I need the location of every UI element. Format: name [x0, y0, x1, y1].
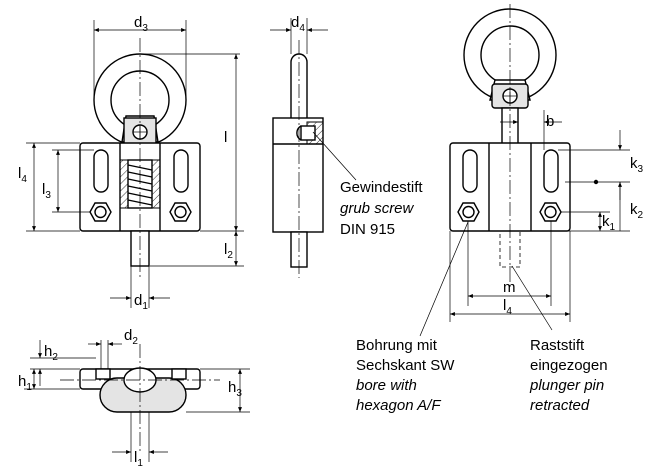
bore-note: Bohrung mit Sechskant SW bore with hexag…: [356, 337, 455, 414]
plunger-note: Raststift eingezogen plunger pin retract…: [529, 337, 608, 414]
label-k2: k2: [630, 201, 644, 221]
label-l1: l1: [134, 449, 143, 469]
top-view: h2 h1 h3 d2 l1: [18, 327, 250, 469]
label-b: b: [546, 113, 554, 130]
slot-right: [173, 149, 189, 193]
side-view: d4: [270, 14, 357, 278]
label-d2: d2: [124, 327, 138, 347]
label-m: m: [503, 279, 516, 296]
label-l: l: [224, 129, 227, 146]
slot-left: [93, 149, 109, 193]
svg-text:DIN 915: DIN 915: [340, 221, 395, 238]
label-l2: l2: [224, 241, 233, 261]
label-h2: h2: [44, 343, 58, 363]
label-d1: d1: [134, 292, 148, 312]
grub-screw-note: Gewindestift grub screw DIN 915: [340, 179, 423, 238]
right-view: b k3 k2 k1 m l4: [419, 4, 644, 337]
label-d4: d4: [291, 14, 305, 34]
label-l4-left: l4: [18, 165, 27, 185]
grub-screw: [296, 125, 302, 141]
label-l4-right: l4: [503, 297, 512, 317]
svg-text:hexagon A/F: hexagon A/F: [356, 397, 441, 414]
svg-text:eingezogen: eingezogen: [530, 357, 608, 374]
label-d3: d3: [134, 14, 148, 34]
svg-text:plunger pin: plunger pin: [529, 377, 604, 394]
bore-leader: [419, 221, 469, 337]
grub-screw-leader: [312, 131, 357, 181]
svg-text:Raststift: Raststift: [530, 337, 585, 354]
plunger-leader: [511, 265, 553, 331]
svg-text:Sechskant SW: Sechskant SW: [356, 357, 455, 374]
svg-text:bore with: bore with: [356, 377, 417, 394]
label-k3: k3: [630, 155, 644, 175]
label-l3: l3: [42, 181, 51, 201]
svg-text:Gewindestift: Gewindestift: [340, 179, 423, 196]
front-view: [79, 38, 201, 278]
svg-text:grub screw: grub screw: [340, 200, 415, 217]
svg-text:retracted: retracted: [530, 397, 590, 414]
label-h3: h3: [228, 379, 242, 399]
label-k1: k1: [602, 213, 616, 233]
front-dimensions: d3 l l2 l4 l3 d1: [18, 14, 244, 312]
svg-text:Bohrung mit: Bohrung mit: [356, 337, 438, 354]
label-h1: h1: [18, 373, 32, 393]
